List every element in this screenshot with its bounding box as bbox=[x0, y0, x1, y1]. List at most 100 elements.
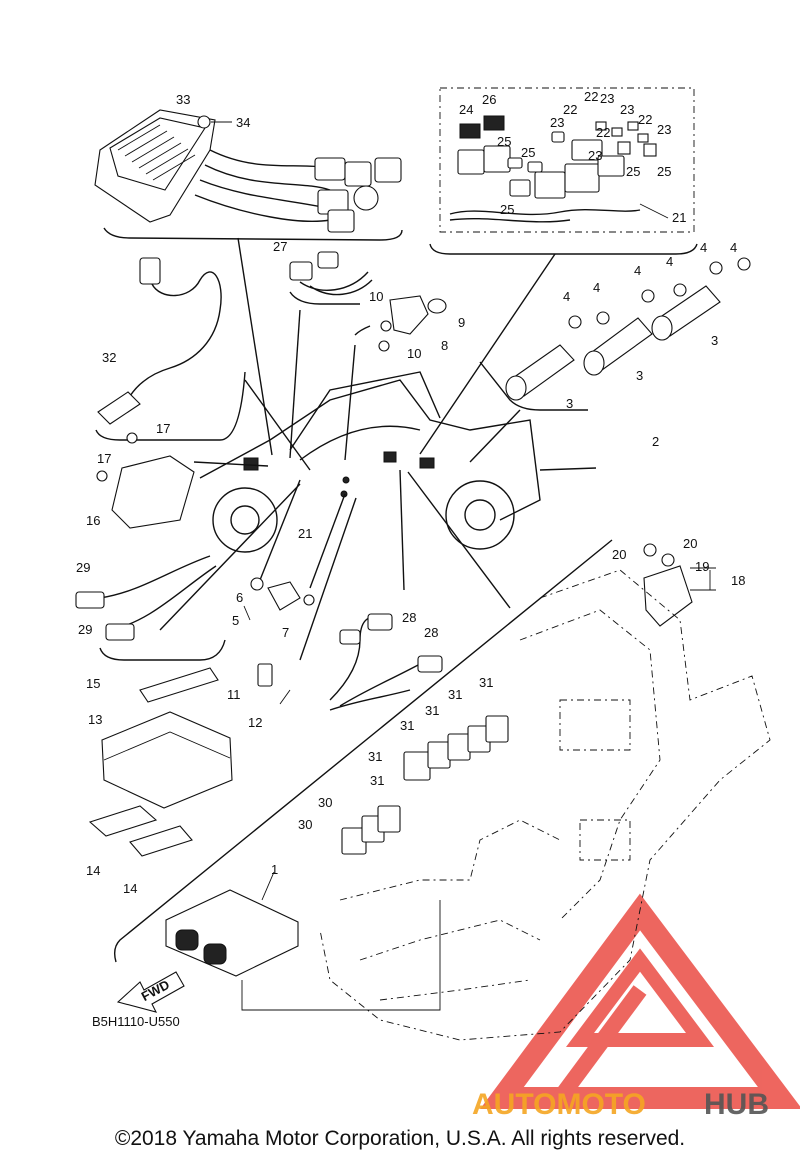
watermark-text-hub: HUB bbox=[704, 1088, 769, 1121]
callout-33: 33 bbox=[176, 92, 190, 107]
callout-31: 31 bbox=[370, 773, 384, 788]
callout-18: 18 bbox=[731, 573, 745, 588]
sensor-32 bbox=[97, 257, 222, 425]
callout-4: 4 bbox=[700, 240, 707, 255]
callout-20: 20 bbox=[683, 536, 697, 551]
callout-8: 8 bbox=[441, 338, 448, 353]
callout-leaders bbox=[215, 121, 716, 901]
callout-28: 28 bbox=[402, 610, 416, 625]
ecu-assembly bbox=[94, 109, 402, 233]
callout-9: 9 bbox=[458, 315, 465, 330]
callout-13: 13 bbox=[88, 712, 102, 727]
callout-7: 7 bbox=[282, 625, 289, 640]
callout-10: 10 bbox=[369, 289, 383, 304]
callout-25: 25 bbox=[497, 134, 511, 149]
module-1 bbox=[165, 889, 299, 977]
harness-27 bbox=[289, 251, 373, 305]
relay-16 bbox=[96, 432, 195, 529]
injectors bbox=[505, 257, 751, 401]
callout-15: 15 bbox=[86, 676, 100, 691]
callout-4: 4 bbox=[730, 240, 737, 255]
regulator-18 bbox=[643, 543, 693, 627]
callout-31: 31 bbox=[400, 718, 414, 733]
callout-19: 19 bbox=[695, 559, 709, 574]
relays-31 bbox=[403, 715, 509, 781]
callout-22: 22 bbox=[563, 102, 577, 117]
callout-16: 16 bbox=[86, 513, 100, 528]
fwd-arrow-icon bbox=[116, 971, 185, 1013]
callout-22: 22 bbox=[584, 89, 598, 104]
relays-30 bbox=[341, 805, 401, 855]
callout-23: 23 bbox=[588, 148, 602, 163]
callout-4: 4 bbox=[634, 263, 641, 278]
callout-31: 31 bbox=[479, 675, 493, 690]
bracket-injectors bbox=[479, 361, 588, 411]
callout-29: 29 bbox=[76, 560, 90, 575]
callout-labels: 33 34 24 26 22 22 22 22 23 23 23 23 23 2… bbox=[76, 89, 745, 896]
callout-23: 23 bbox=[657, 122, 671, 137]
callout-25: 25 bbox=[521, 145, 535, 160]
diagram-code: B5H1110-U550 bbox=[92, 1014, 180, 1029]
sensor-8 bbox=[354, 295, 447, 352]
callout-25: 25 bbox=[657, 164, 671, 179]
leader-lines bbox=[159, 237, 597, 661]
battery-pad-parts bbox=[88, 667, 233, 857]
callout-31: 31 bbox=[368, 749, 382, 764]
callout-22: 22 bbox=[638, 112, 652, 127]
watermark-text-automoto: AUTOMOTO bbox=[472, 1088, 646, 1121]
copyright-notice: ©2018 Yamaha Motor Corporation, U.S.A. A… bbox=[114, 1127, 686, 1150]
callout-26: 26 bbox=[482, 92, 496, 107]
watermark-triangle-logo bbox=[480, 893, 800, 1109]
sensor-11 bbox=[257, 663, 291, 705]
leader-module-1 bbox=[241, 900, 441, 1011]
harness-29 bbox=[75, 555, 217, 641]
callout-32: 32 bbox=[102, 350, 116, 365]
callout-30: 30 bbox=[318, 795, 332, 810]
bracket-ecu-group bbox=[103, 227, 403, 241]
callout-11: 11 bbox=[227, 687, 241, 702]
callout-22: 22 bbox=[596, 125, 610, 140]
callout-21: 21 bbox=[672, 210, 686, 225]
vehicle-sketch bbox=[199, 371, 541, 553]
callout-4: 4 bbox=[666, 254, 673, 269]
callout-14: 14 bbox=[86, 863, 100, 878]
callout-31: 31 bbox=[425, 703, 439, 718]
callout-17: 17 bbox=[156, 421, 170, 436]
callout-29: 29 bbox=[78, 622, 92, 637]
callout-5: 5 bbox=[232, 613, 239, 628]
callout-10: 10 bbox=[407, 346, 421, 361]
callout-2: 2 bbox=[652, 434, 659, 449]
callout-30: 30 bbox=[298, 817, 312, 832]
bracket-relay-group bbox=[429, 243, 698, 255]
callout-3: 3 bbox=[711, 333, 718, 348]
callout-6: 6 bbox=[236, 590, 243, 605]
harness-28 bbox=[329, 613, 443, 711]
callout-14: 14 bbox=[123, 881, 137, 896]
callout-23: 23 bbox=[620, 102, 634, 117]
frame-chassis bbox=[319, 569, 771, 1041]
callout-27: 27 bbox=[273, 239, 287, 254]
bracket-harness-29 bbox=[99, 639, 226, 661]
sensor-5 bbox=[250, 577, 315, 611]
callout-17: 17 bbox=[97, 451, 111, 466]
callout-20: 20 bbox=[612, 547, 626, 562]
callout-31: 31 bbox=[448, 687, 462, 702]
callout-3: 3 bbox=[566, 396, 573, 411]
callout-21: 21 bbox=[298, 526, 312, 541]
callout-1: 1 bbox=[271, 862, 278, 877]
callout-25: 25 bbox=[500, 202, 514, 217]
callout-4: 4 bbox=[563, 289, 570, 304]
callout-23: 23 bbox=[550, 115, 564, 130]
bracket-sensor-32 bbox=[95, 371, 246, 441]
callout-34: 34 bbox=[236, 115, 250, 130]
callout-25: 25 bbox=[626, 164, 640, 179]
callout-4: 4 bbox=[593, 280, 600, 295]
callout-12: 12 bbox=[248, 715, 262, 730]
relay-fuse-group bbox=[439, 87, 695, 233]
callout-23: 23 bbox=[600, 91, 614, 106]
callout-24: 24 bbox=[459, 102, 473, 117]
callout-3: 3 bbox=[636, 368, 643, 383]
bracket-frame-group bbox=[113, 539, 613, 963]
callout-28: 28 bbox=[424, 625, 438, 640]
